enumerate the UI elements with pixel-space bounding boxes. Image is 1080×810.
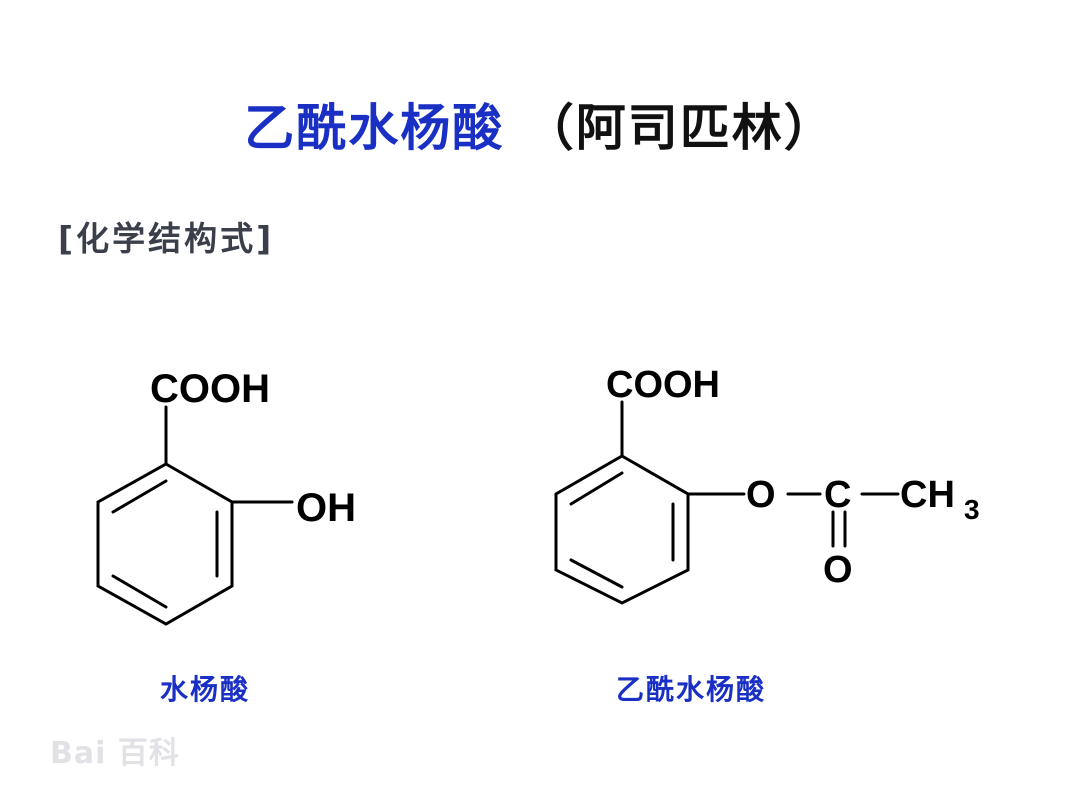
left-oh-label: OH: [296, 486, 356, 530]
title-alias: （阿司匹林）: [523, 98, 836, 157]
caption-salicylic-acid: 水杨酸: [160, 673, 251, 706]
page-title: 乙酰水杨酸 （阿司匹林）: [0, 88, 1080, 160]
right-methyl-subscript: 3: [964, 494, 980, 525]
right-inner-bond-1: [569, 471, 624, 506]
right-benzene-ring: [554, 454, 690, 605]
left-inner-bond-3: [111, 574, 168, 609]
left-benzene-ring: [96, 462, 234, 626]
right-ester-o-label: O: [746, 474, 776, 516]
aspirin-structure: [554, 400, 900, 605]
caption-acetylsalicylic-acid: 乙酰水杨酸: [616, 673, 767, 706]
baidu-watermark: Bai 百科: [50, 736, 180, 771]
right-carbonyl-o-label: O: [823, 549, 853, 591]
right-inner-bond-3: [569, 558, 624, 589]
salicylic-acid-structure: [96, 405, 294, 626]
right-cooh-label: COOH: [606, 364, 720, 406]
left-cooh-label: COOH: [150, 367, 270, 411]
right-carbonyl-c-label: C: [824, 474, 851, 516]
section-label: [化学结构式]: [58, 219, 275, 258]
right-methyl-label: CH: [900, 474, 955, 516]
left-inner-bond-1: [111, 479, 168, 514]
title-main: 乙酰水杨酸: [244, 98, 505, 157]
